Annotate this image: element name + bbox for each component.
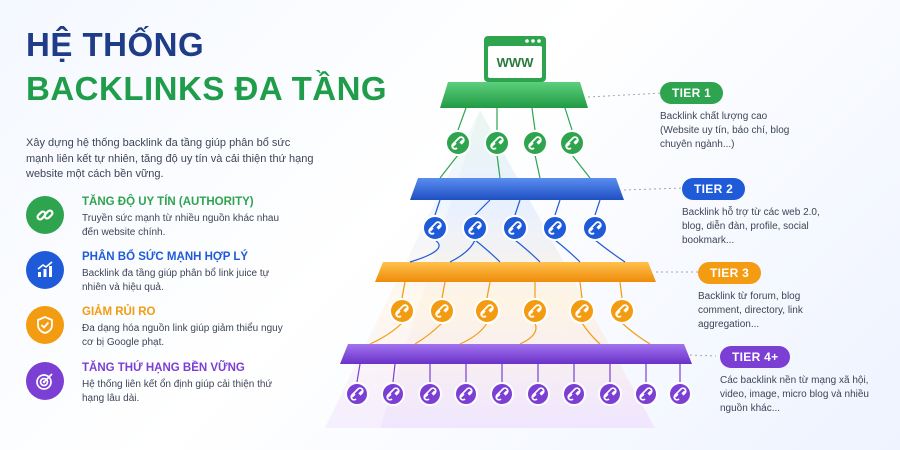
tier4-bar (340, 344, 692, 364)
website-window: WWW (484, 36, 546, 82)
tier4-nodes (345, 382, 692, 406)
tier3-desc: Backlink từ forum, blog comment, directo… (698, 291, 803, 330)
tier4-info: TIER 4+ Các backlink nền từ mạng xã hội,… (720, 346, 900, 416)
tier3-nodes (389, 298, 635, 324)
tier1-info: TIER 1 Backlink chất lượng cao (Website … (660, 82, 860, 152)
intro-text: Xây dựng hệ thống backlink đa tầng giúp … (26, 137, 314, 180)
feature-desc: Truyền sức mạnh từ nhiều nguồn khác nhau… (82, 213, 280, 238)
tier4-badge: TIER 4+ (720, 346, 791, 368)
tier2-nodes (422, 215, 608, 241)
tier4-desc: Các backlink nền từ mạng xã hội, video, … (720, 375, 869, 414)
tier3-badge: TIER 3 (698, 262, 762, 284)
title-line2: BACKLINKS ĐA TẦNG (26, 70, 388, 107)
tier2-info: TIER 2 Backlink hỗ trợ từ các web 2.0, b… (682, 178, 882, 248)
feature-desc: Backlink đa tầng giúp phân bổ link juice… (82, 268, 270, 293)
feature-authority: TĂNG ĐỘ UY TÍN (AUTHORITY) Truyền sức mạ… (26, 196, 286, 238)
tier3-info: TIER 3 Backlink từ forum, blog comment, … (698, 262, 898, 332)
feature-title: TĂNG THỨ HẠNG BỀN VỮNG (82, 362, 245, 374)
tier1-badge: TIER 1 (660, 82, 724, 104)
tier2-desc: Backlink hỗ trợ từ các web 2.0, blog, di… (682, 207, 820, 246)
feature-desc: Hệ thống liên kết ổn định giúp cải thiện… (82, 379, 273, 404)
feature-desc: Đa dạng hóa nguồn link giúp giảm thiểu n… (82, 323, 283, 348)
feature-title: PHÂN BỔ SỨC MẠNH HỢP LÝ (82, 251, 249, 263)
link-icon (26, 196, 64, 234)
feature-distribution: PHÂN BỔ SỨC MẠNH HỢP LÝ Backlink đa tầng… (26, 251, 286, 293)
tier2-bar (410, 178, 624, 200)
tier1-bar (440, 82, 588, 108)
chart-up-icon (26, 251, 64, 289)
feature-title: TĂNG ĐỘ UY TÍN (AUTHORITY) (82, 196, 254, 208)
shield-check-icon (26, 306, 64, 344)
connection-lines (356, 107, 681, 383)
tier1-desc: Backlink chất lượng cao (Website uy tín,… (660, 111, 790, 150)
leader-lines (587, 92, 717, 357)
tier2-badge: TIER 2 (682, 178, 746, 200)
title-line1: HỆ THỐNG (26, 26, 205, 63)
feature-title: GIẢM RỦI RO (82, 306, 156, 318)
tier3-bar (375, 262, 656, 282)
tier1-nodes (445, 130, 585, 156)
target-icon (26, 362, 64, 400)
feature-risk: GIẢM RỦI RO Đa dạng hóa nguồn link giúp … (26, 306, 286, 348)
website-label: WWW (497, 55, 535, 70)
feature-ranking: TĂNG THỨ HẠNG BỀN VỮNG Hệ thống liên kết… (26, 362, 286, 404)
